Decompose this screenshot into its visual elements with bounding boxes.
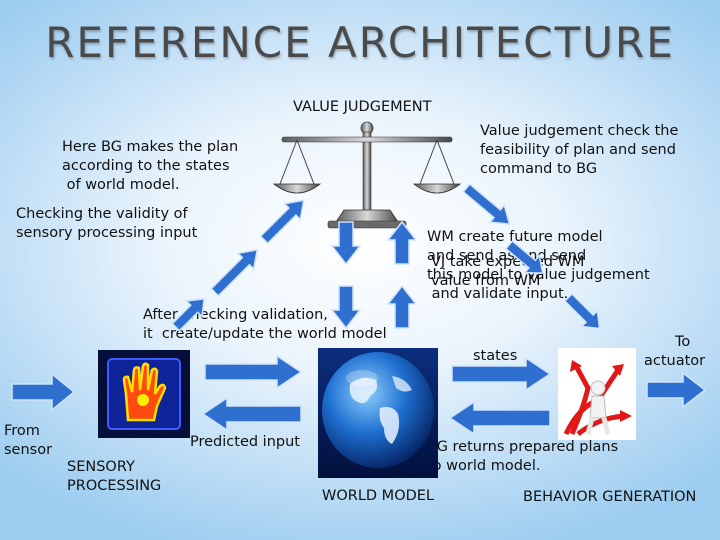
behavior-generation-label: BEHAVIOR GENERATION bbox=[523, 489, 697, 505]
wm-up-arrow-upper bbox=[386, 220, 418, 265]
sensory-to-vj-arrow-1 bbox=[171, 297, 206, 332]
sensory-to-world-arrow bbox=[204, 354, 303, 390]
wm-up-arrow-lower bbox=[386, 284, 418, 329]
vj-down-arrow-lower bbox=[330, 285, 362, 330]
sensory-to-vj-arrow-3 bbox=[259, 199, 305, 245]
world-model-label: WORLD MODEL bbox=[322, 488, 435, 504]
plans-return-arrow bbox=[448, 400, 551, 436]
vj-to-bg-arrow-1 bbox=[462, 183, 511, 225]
value-judgement-label: VALUE JUDGEMENT bbox=[293, 99, 432, 115]
vj-down-arrow-upper bbox=[330, 221, 362, 266]
states-label: states bbox=[473, 348, 518, 364]
sensory-to-vj-arrow-2 bbox=[210, 248, 259, 297]
sensor-input-arrow bbox=[11, 372, 76, 412]
slide-title: REFERENCE ARCHITECTURE bbox=[45, 18, 675, 67]
balance-scale-icon bbox=[272, 121, 462, 229]
vj-to-bg-arrow-3 bbox=[563, 292, 601, 330]
predicted-input-arrow bbox=[201, 396, 302, 432]
figure-arrows-icon bbox=[558, 348, 636, 440]
actuator-output-arrow bbox=[646, 371, 707, 409]
earth-globe-icon bbox=[318, 348, 438, 478]
hand-scan-icon bbox=[98, 350, 190, 438]
states-arrow bbox=[451, 356, 552, 392]
vj-to-bg-arrow-2 bbox=[504, 239, 544, 274]
predicted-input-label: Predicted input bbox=[190, 434, 300, 450]
